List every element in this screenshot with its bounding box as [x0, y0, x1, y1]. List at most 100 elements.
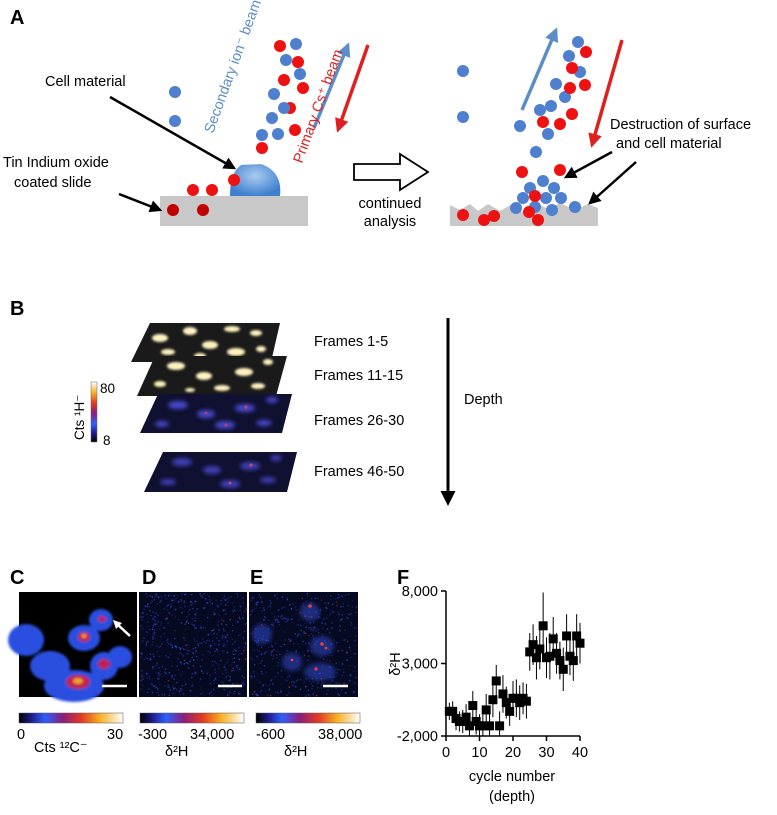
noise-speck [243, 676, 245, 679]
noise-speck [212, 654, 215, 656]
noise-speck [140, 616, 142, 618]
noise-speck [354, 639, 356, 642]
noise-speck [210, 690, 213, 692]
noise-speck [300, 678, 302, 681]
noise-speck [217, 606, 220, 608]
noise-speck [350, 674, 352, 676]
noise-speck [164, 595, 166, 597]
noise-speck [153, 616, 156, 618]
noise-speck [329, 683, 331, 685]
noise-speck [210, 691, 212, 694]
data-point [538, 621, 548, 631]
noise-speck [173, 599, 175, 601]
noise-speck [205, 597, 207, 600]
noise-speck [231, 670, 233, 672]
noise-speck [227, 601, 229, 603]
noise-speck [322, 682, 324, 684]
noise-speck [182, 648, 185, 650]
noise-speck [152, 641, 154, 643]
noise-speck [236, 682, 238, 684]
noise-speck [244, 624, 247, 626]
noise-speck [255, 607, 257, 609]
noise-speck [272, 683, 274, 685]
noise-speck [290, 639, 292, 641]
noise-speck [341, 689, 343, 691]
noise-speck [255, 693, 258, 696]
noise-speck [256, 655, 258, 657]
noise-speck [265, 650, 268, 653]
noise-speck [164, 618, 167, 620]
noise-speck [303, 654, 306, 657]
noise-speck [291, 618, 293, 620]
noise-speck [264, 616, 266, 618]
noise-speck [315, 611, 317, 613]
panel-c-cb-max: 30 [107, 727, 123, 743]
noise-speck [297, 619, 299, 622]
noise-speck [344, 629, 346, 631]
noise-speck [242, 637, 245, 639]
noise-speck [253, 676, 255, 678]
noise-speck [331, 654, 333, 657]
noise-speck [170, 644, 172, 647]
noise-speck [200, 642, 202, 644]
noise-speck [159, 684, 161, 686]
noise-speck [195, 655, 198, 658]
noise-speck [233, 669, 235, 672]
noise-speck [276, 654, 278, 656]
noise-speck [259, 596, 262, 599]
noise-speck [200, 687, 202, 689]
noise-speck [270, 602, 272, 604]
data-point [495, 721, 505, 731]
noise-speck [156, 687, 159, 690]
noise-speck [276, 619, 279, 621]
noise-speck [200, 678, 202, 680]
noise-speck [322, 658, 325, 660]
noise-speck [349, 679, 351, 682]
noise-speck [328, 648, 330, 651]
noise-speck [268, 688, 271, 690]
noise-speck [237, 621, 239, 623]
noise-speck [274, 616, 276, 618]
noise-speck [276, 657, 278, 659]
noise-speck [141, 612, 144, 614]
noise-speck [202, 672, 204, 674]
noise-speck [146, 613, 148, 616]
noise-speck [301, 597, 303, 600]
noise-speck [320, 684, 322, 686]
noise-speck [178, 647, 180, 649]
noise-speck [146, 596, 149, 598]
panel-d-letter: D [142, 567, 156, 589]
noise-speck [341, 614, 343, 616]
noise-speck [176, 665, 178, 667]
noise-speck [208, 595, 210, 598]
noise-speck [314, 644, 316, 646]
noise-speck [161, 693, 163, 696]
noise-speck [214, 671, 216, 674]
noise-speck [191, 623, 193, 625]
noise-speck [171, 614, 173, 616]
noise-speck [171, 675, 173, 677]
noise-speck [318, 632, 320, 634]
noise-speck [194, 647, 197, 649]
noise-speck [312, 629, 314, 631]
noise-speck [222, 628, 225, 630]
noise-speck [167, 684, 169, 686]
noise-speck [237, 691, 239, 693]
noise-speck [295, 650, 297, 652]
noise-speck [171, 599, 173, 601]
noise-speck [276, 597, 279, 599]
noise-speck [326, 659, 328, 661]
noise-speck [329, 614, 331, 616]
noise-speck [316, 695, 318, 697]
noise-speck [344, 594, 347, 596]
noise-speck [286, 620, 289, 622]
noise-speck [262, 685, 264, 687]
noise-speck [158, 667, 160, 669]
noise-speck [252, 609, 254, 611]
noise-speck [232, 667, 235, 670]
noise-speck [302, 640, 304, 643]
noise-speck [331, 622, 333, 624]
noise-speck [152, 685, 155, 687]
noise-speck [269, 605, 271, 607]
noise-speck [159, 670, 161, 673]
